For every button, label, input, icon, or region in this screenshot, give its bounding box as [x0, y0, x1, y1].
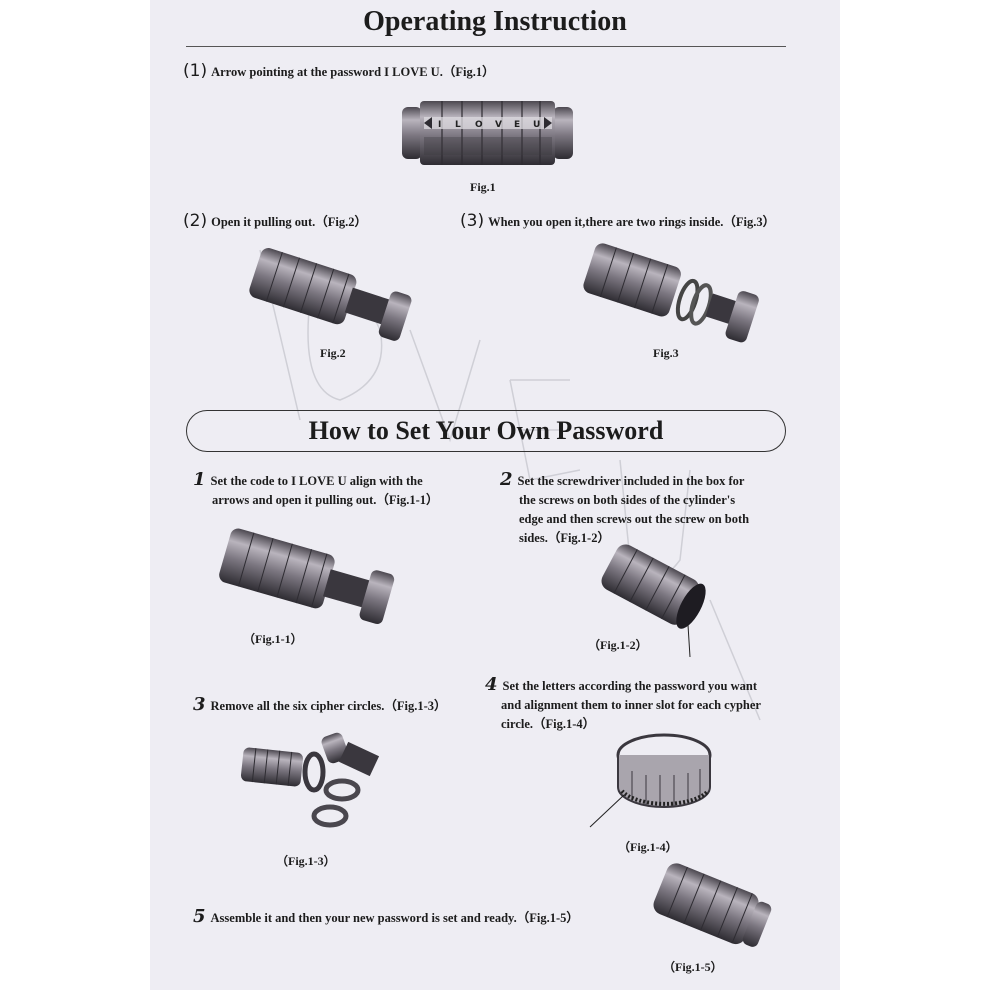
fig1-letter: U — [533, 120, 540, 130]
title-underline — [186, 46, 786, 47]
step-text-line: Set the screwdriver included in the box … — [517, 474, 745, 488]
fig1-4-ring-image — [589, 733, 712, 828]
fig1-5-lock-image — [653, 863, 772, 947]
step-text: Arrow pointing at the password I LOVE U.… — [211, 65, 495, 79]
operating-step-3: (3)When you open it,there are two rings … — [460, 212, 775, 232]
page-title: Operating Instruction — [363, 6, 627, 37]
step-text-line: the screws on both sides of the cylinder… — [519, 493, 736, 507]
step-number: 5 — [193, 906, 206, 927]
step-text-line: edge and then screws out the screw on bo… — [519, 512, 750, 526]
fig1-lock-image: I L O V E U — [402, 101, 573, 165]
fig1-5-caption: （Fig.1-5） — [663, 960, 723, 974]
fig1-3-parts-image — [240, 732, 380, 828]
section-banner: How to Set Your Own Password — [186, 410, 786, 452]
fig1-caption: Fig.1 — [470, 180, 496, 194]
fig1-letter: V — [495, 120, 502, 130]
fig1-1-lock-image — [219, 528, 395, 624]
password-step-4: 4 Set the letters according the password … — [485, 675, 761, 734]
fig1-2-cylinder-image — [601, 544, 706, 658]
step-text: Remove all the six cipher circles.（Fig.1… — [210, 699, 447, 713]
step-text-line: and alignment them to inner slot for eac… — [501, 698, 761, 712]
operating-step-2: (2)Open it pulling out.（Fig.2） — [183, 212, 367, 232]
fig2-caption: Fig.2 — [320, 346, 346, 360]
step-number: 2 — [500, 469, 513, 490]
step-text: Assemble it and then your new password i… — [210, 911, 579, 925]
operating-step-1: (1)Arrow pointing at the password I LOVE… — [183, 62, 495, 82]
step-text-line: sides.（Fig.1-2） — [519, 531, 610, 545]
fig1-letter: I — [438, 120, 441, 130]
fig1-4-caption: （Fig.1-4） — [618, 840, 678, 854]
step-number: 1 — [193, 469, 206, 490]
password-step-1: 1 Set the code to I LOVE U align with the… — [193, 470, 439, 510]
fig1-2-caption: （Fig.1-2） — [588, 638, 648, 652]
step-text-line: arrows and open it pulling out.（Fig.1-1） — [212, 493, 439, 507]
step-number: (2) — [183, 211, 208, 231]
fig1-letter: E — [514, 120, 520, 130]
fig3-lock-rings-image — [583, 243, 759, 343]
password-step-2: 2 Set the screwdriver included in the box… — [500, 470, 749, 548]
step-number: 3 — [193, 694, 206, 715]
step-number: (3) — [460, 211, 485, 231]
step-text: When you open it,there are two rings ins… — [488, 215, 776, 229]
step-number: 4 — [485, 674, 498, 695]
fig3-caption: Fig.3 — [653, 346, 679, 360]
password-step-5: 5 Assemble it and then your new password … — [193, 907, 579, 928]
fig1-1-caption: （Fig.1-1） — [243, 632, 303, 646]
step-text-line: circle.（Fig.1-4） — [501, 717, 596, 731]
step-number: (1) — [183, 61, 208, 81]
step-text: Open it pulling out.（Fig.2） — [211, 215, 368, 229]
fig1-letter: L — [455, 120, 461, 130]
fig1-letter: O — [475, 120, 483, 130]
fig2-lock-open-image — [249, 248, 412, 341]
step-text-line: Set the code to I LOVE U align with the — [210, 474, 423, 488]
password-step-3: 3 Remove all the six cipher circles.（Fig.… — [193, 695, 446, 716]
fig1-3-caption: （Fig.1-3） — [276, 854, 336, 868]
step-text-line: Set the letters according the password y… — [502, 679, 758, 693]
